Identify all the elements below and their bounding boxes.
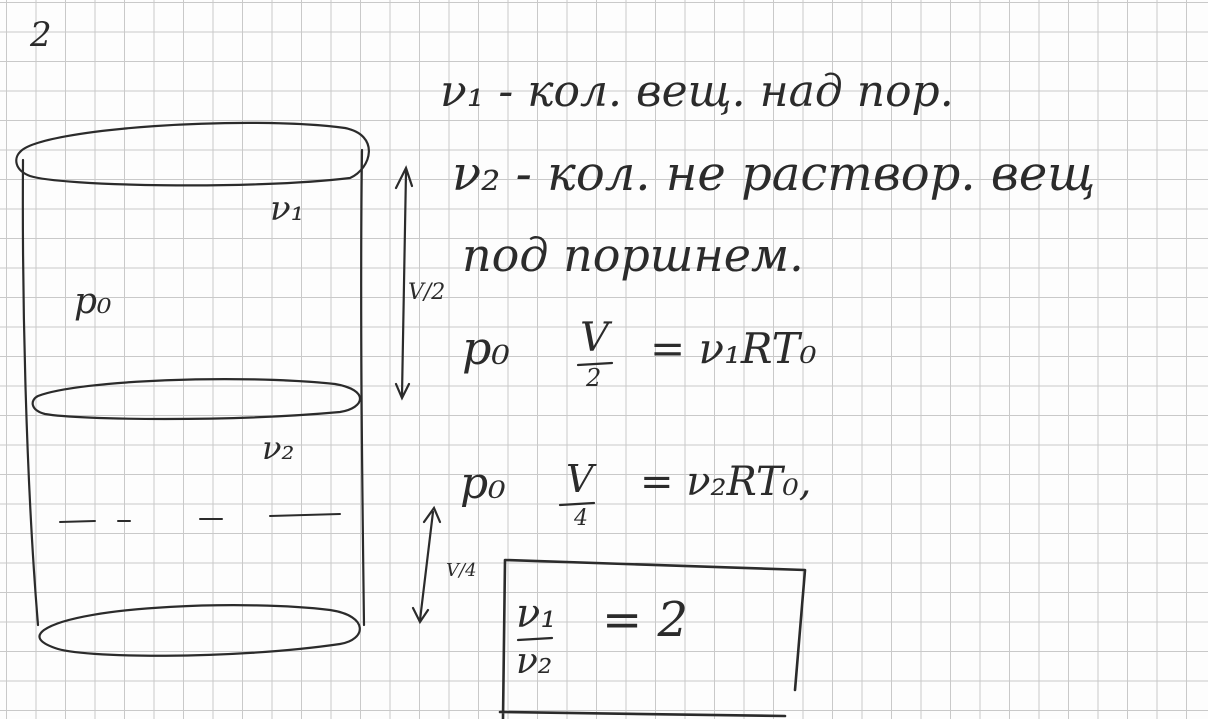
text-line-2: ν₂ - кол. не раствор. вещ xyxy=(452,146,1096,202)
eq1-frac-den: 2 xyxy=(586,364,602,392)
label-arrow-lower: V/4 xyxy=(446,560,477,581)
arrow-upper xyxy=(394,165,414,401)
answer-value: = 2 xyxy=(602,592,689,648)
answer-den: ν₂ xyxy=(516,641,553,682)
text-line-1: ν₁ - кол. вещ. над пор. xyxy=(440,66,954,117)
eq1-left: p₀ xyxy=(462,321,510,375)
problem-number: 2 xyxy=(30,15,52,55)
answer-frac-bar xyxy=(516,636,554,642)
eq2-frac-den: 4 xyxy=(574,506,588,531)
arrow-lower xyxy=(411,505,442,625)
cylinder-right-wall xyxy=(360,148,366,627)
label-p0: p₀ xyxy=(74,281,112,322)
eq1-right: = ν₁RT₀ xyxy=(650,324,817,373)
answer-box xyxy=(498,558,807,719)
bottom-ellipse xyxy=(38,604,361,657)
eq2-right: = ν₂RT₀, xyxy=(640,459,812,505)
top-lid xyxy=(15,121,370,187)
piston xyxy=(31,378,361,421)
text-line-3: под поршнем. xyxy=(462,228,804,282)
eq1-frac-bar xyxy=(576,361,614,367)
eq2-frac-num: V xyxy=(566,457,594,501)
eq1-frac-num: V xyxy=(580,315,609,361)
label-nu1-top: ν₁ xyxy=(270,189,305,229)
cylinder-left-wall xyxy=(21,158,40,627)
eq2-frac-bar xyxy=(558,501,596,507)
answer-num: ν₁ xyxy=(516,591,557,637)
label-arrow-upper: V/2 xyxy=(408,280,446,305)
label-nu2-bottom: ν₂ xyxy=(262,429,295,467)
dashed-level-line xyxy=(59,513,341,523)
eq2-left: p₀ xyxy=(460,458,506,509)
